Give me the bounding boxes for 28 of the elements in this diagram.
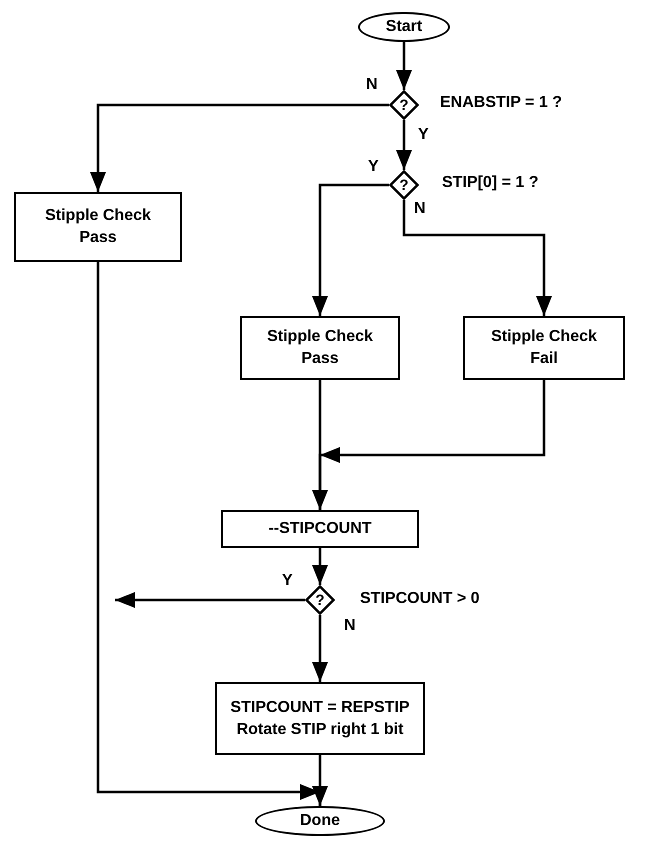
process-box bbox=[240, 316, 400, 380]
node-text: --STIPCOUNT bbox=[268, 519, 372, 540]
decision-diamond bbox=[389, 90, 419, 120]
edge-label: Y bbox=[418, 126, 429, 144]
node-text: Stipple Check Fail bbox=[490, 327, 598, 369]
node-text: Done bbox=[300, 812, 340, 830]
decision-diamond bbox=[389, 170, 419, 200]
process-box bbox=[14, 192, 182, 262]
node-text: ? bbox=[399, 96, 409, 114]
edge-label: Y bbox=[282, 572, 293, 590]
node-text: Stipple Check Pass bbox=[266, 327, 374, 369]
condition-label: STIPCOUNT > 0 bbox=[360, 590, 480, 608]
edge-label: N bbox=[344, 617, 356, 635]
node-text: ? bbox=[399, 176, 409, 194]
node-text: Start bbox=[386, 18, 422, 36]
node-text: ? bbox=[315, 592, 325, 608]
process-box bbox=[221, 510, 419, 548]
edge-label: N bbox=[366, 76, 378, 94]
edge-label: Y bbox=[368, 158, 379, 176]
node-text: Rotate STIP right 1 bit bbox=[236, 720, 404, 740]
process-box bbox=[463, 316, 625, 380]
condition-label: STIP[0] = 1 ? bbox=[442, 174, 538, 192]
process-box bbox=[215, 682, 425, 755]
node-text: Stipple Check Pass bbox=[44, 206, 152, 248]
node-text: STIPCOUNT = REPSTIP bbox=[230, 698, 410, 718]
condition-label: ENABSTIP = 1 ? bbox=[440, 94, 562, 112]
edge-label: N bbox=[414, 200, 426, 218]
decision-diamond bbox=[305, 585, 335, 615]
